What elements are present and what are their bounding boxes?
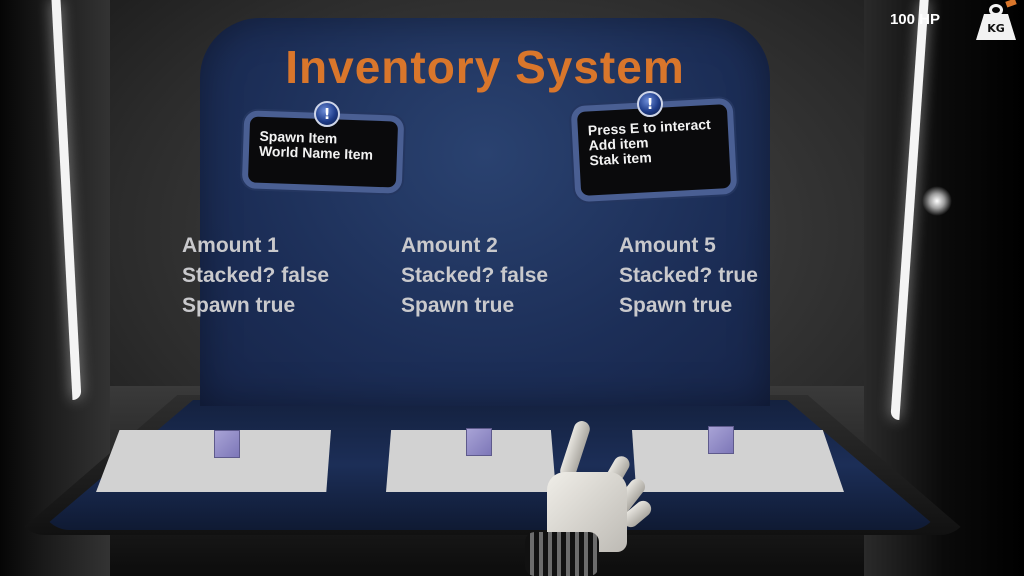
station-stats-1: Amount 1 Stacked? false Spawn true [182,231,329,321]
inventory-backboard: Inventory System [200,18,770,406]
item-cube-2[interactable] [466,428,492,456]
stat-stacked: Stacked? true [619,264,758,287]
weight-icon: KG [976,0,1017,40]
stat-spawn: Spawn true [619,294,733,317]
item-cube-3[interactable] [708,426,734,454]
stat-amount: Amount 2 [401,234,498,257]
pedestal-1 [96,430,331,492]
stat-stacked: Stacked? false [182,264,330,287]
weight-label: KG [976,14,1016,40]
stat-spawn: Spawn true [182,294,296,317]
player-robot-hand [525,418,675,576]
pedestal-3 [632,430,844,492]
info-icon: ! [637,91,663,117]
stat-spawn: Spawn true [401,294,515,317]
stat-stacked: Stacked? false [401,264,549,287]
hud-health: 100 HP [889,11,940,28]
station-stats-2: Amount 2 Stacked? false Spawn true [401,231,548,321]
weight-accent [1005,0,1017,8]
station-stats-3: Amount 5 Stacked? true Spawn true [619,231,758,321]
stat-amount: Amount 1 [182,234,279,257]
light-orb [922,186,952,216]
stat-amount: Amount 5 [619,234,716,257]
info-icon: ! [314,101,340,127]
hand-wrist [525,532,599,576]
item-cube-1[interactable] [214,430,240,458]
board-title: Inventory System [285,41,685,93]
panel-line: World Name Item [258,142,374,163]
